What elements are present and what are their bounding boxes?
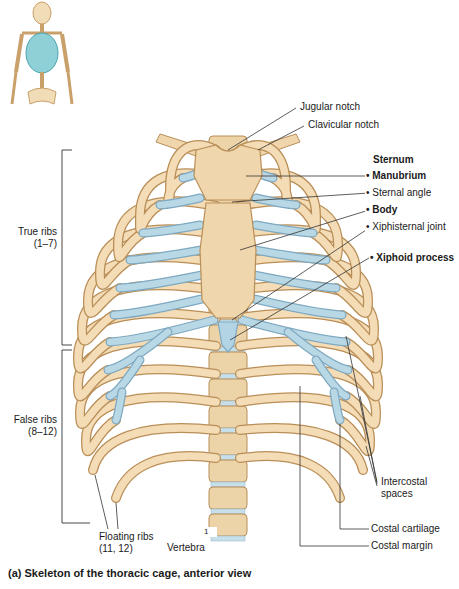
part-label: • Manubrium <box>365 170 456 182</box>
costal-cartilage <box>116 392 122 420</box>
costal-cartilage <box>120 275 202 288</box>
vertebra-body <box>209 433 247 455</box>
costal-cartilage <box>334 392 340 420</box>
rib-outline <box>240 456 340 498</box>
figure-caption: (a) Skeleton of the thoracic cage, anter… <box>8 567 251 579</box>
rib-bone <box>240 456 340 498</box>
part-label: Sternum <box>372 154 456 166</box>
part-label: True ribs (1–7) <box>8 226 58 250</box>
intervertebral-disc <box>211 509 245 514</box>
rib-bone <box>116 456 216 498</box>
part-label: Jugular notch <box>299 101 411 113</box>
costal-cartilage <box>254 275 336 288</box>
costal-cartilage <box>250 298 342 315</box>
rib-outline <box>240 428 363 470</box>
part-label: Costal margin <box>370 540 456 552</box>
leader-line <box>95 108 377 546</box>
part-label: Clavicular notch <box>307 119 419 131</box>
vertebra-body <box>209 487 247 509</box>
rib-outline <box>93 428 216 470</box>
costal-cartilage <box>256 225 313 233</box>
costal-cartilage <box>143 225 200 233</box>
intervertebral-disc <box>211 482 245 487</box>
costal-cartilage <box>130 250 201 260</box>
part-label: Floating ribs (11, 12) <box>98 531 168 555</box>
vertebra-body <box>209 406 247 428</box>
cartilage-outline <box>120 275 202 288</box>
cartilage-outline <box>255 250 326 260</box>
costal-cartilage <box>114 298 206 315</box>
part-label: Vertebra <box>166 542 218 554</box>
cartilage-outline <box>160 198 200 205</box>
cartilage-outline <box>334 392 340 420</box>
cartilage-outline <box>130 250 201 260</box>
cartilage-outline <box>254 275 336 288</box>
rib-bone <box>240 428 363 470</box>
part-label: Intercostal spaces <box>380 476 454 500</box>
cartilage-outline <box>256 225 313 233</box>
cartilage-outline <box>114 298 206 315</box>
part-label: 1 <box>203 527 217 537</box>
part-label: • Body <box>365 204 456 216</box>
vertebra-body <box>209 460 247 482</box>
part-label: • Xiphoid process <box>369 252 456 264</box>
rib-bone <box>93 428 216 470</box>
costal-cartilage <box>160 198 200 205</box>
part-label: False ribs (8–12) <box>8 414 58 438</box>
part-label: • Xiphisternal joint <box>365 221 456 233</box>
rib-outline <box>116 456 216 498</box>
part-label: • Sternal angle <box>365 187 456 199</box>
part-label: Costal cartilage <box>370 523 456 535</box>
cartilage-outline <box>143 225 200 233</box>
bracket <box>62 150 90 523</box>
rib-group <box>78 145 378 498</box>
skeleton-icon <box>12 2 72 104</box>
cartilage-outline <box>116 392 122 420</box>
costal-cartilage <box>255 250 326 260</box>
cartilage-group <box>108 172 348 420</box>
cartilage-outline <box>250 298 342 315</box>
